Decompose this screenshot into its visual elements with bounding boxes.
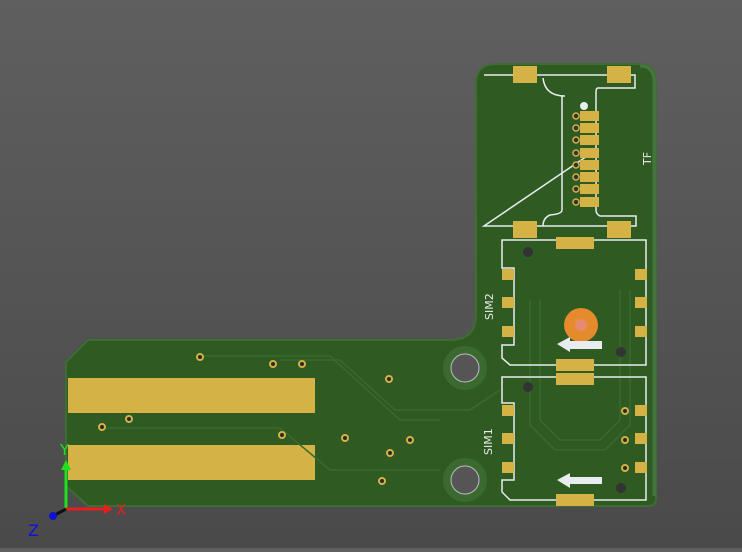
gold-finger-pad (68, 378, 315, 413)
copper-traces (100, 290, 631, 471)
sim2-silkscreen-label: SIM2 (483, 293, 496, 320)
sim1-silkscreen-label: SIM1 (482, 428, 495, 455)
sim2-insert-arrow-icon (557, 337, 602, 352)
z-axis-label: Z (28, 521, 39, 540)
sim1-footprint (501, 373, 647, 506)
vias (98, 353, 629, 485)
axis-gizmo: X Y Z (28, 441, 126, 540)
x-axis-arrow-icon (104, 504, 113, 514)
y-axis-arrow-icon (61, 460, 71, 470)
x-axis-label: X (116, 501, 126, 519)
y-axis-label: Y (59, 441, 70, 459)
tf-card-footprint (481, 66, 637, 238)
mounting-hole (443, 458, 487, 502)
gold-finger-pad (68, 445, 315, 480)
led-component (564, 308, 598, 342)
tf-silkscreen-label: TF (641, 152, 654, 166)
sim1-insert-arrow-icon (557, 473, 602, 488)
sim2-footprint (501, 237, 647, 371)
z-axis-dot (49, 512, 57, 520)
mounting-hole (443, 346, 487, 390)
board-edge-highlight (639, 64, 656, 496)
